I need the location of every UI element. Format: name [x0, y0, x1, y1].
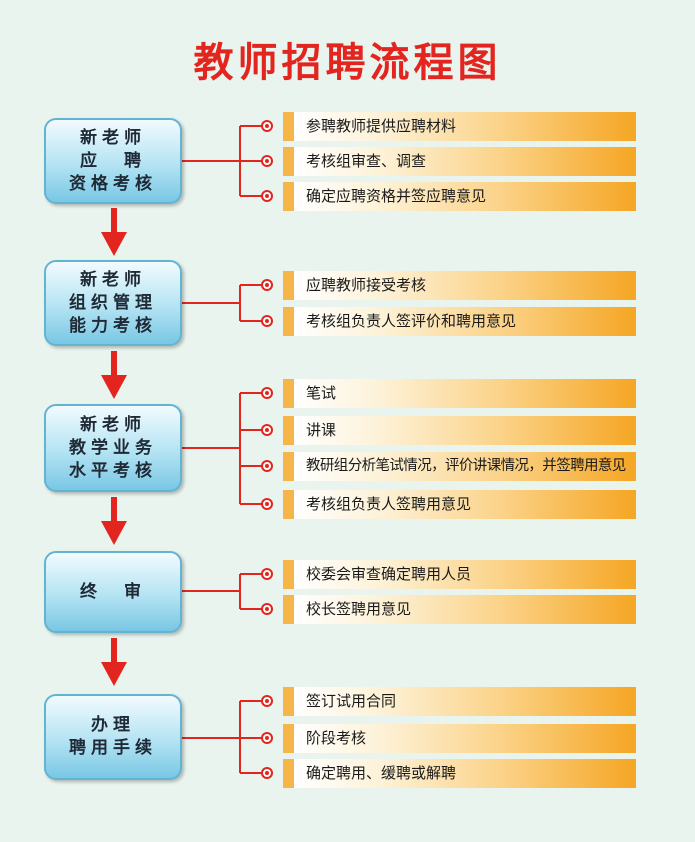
stage-label-line: 教学业务	[69, 437, 157, 458]
step-marker	[283, 452, 294, 481]
down-arrow-icon	[101, 497, 127, 545]
stage-label-line: 新老师	[80, 414, 146, 435]
step-box: 教研组分析笔试情况，评价讲课情况，并签聘用意见	[294, 452, 636, 481]
stage-final-review: 终 审	[44, 551, 182, 633]
step-box: 考核组负责人签聘用意见	[294, 490, 636, 519]
step-box: 校长签聘用意见	[294, 595, 636, 624]
step-marker	[283, 307, 294, 336]
step-box: 笔试	[294, 379, 636, 408]
stage-teaching-assessment: 新老师 教学业务 水平考核	[44, 404, 182, 492]
step-marker	[283, 560, 294, 589]
stage-label-line: 水平考核	[69, 460, 157, 481]
step-box: 考核组审查、调查	[294, 147, 636, 176]
step-marker	[283, 595, 294, 624]
step-box: 确定应聘资格并签应聘意见	[294, 182, 636, 211]
stage-label-line: 办理	[91, 715, 135, 735]
step-marker	[283, 416, 294, 445]
step-marker	[283, 759, 294, 788]
step-box: 签订试用合同	[294, 687, 636, 716]
step-box: 确定聘用、缓聘或解聘	[294, 759, 636, 788]
stage-label-line: 应 聘	[80, 150, 146, 171]
down-arrow-icon	[101, 638, 127, 686]
stage-label-line: 新老师	[80, 269, 146, 290]
step-marker	[283, 379, 294, 408]
step-marker	[283, 271, 294, 300]
stage-label-line: 资格考核	[69, 173, 157, 194]
down-arrow-icon	[101, 208, 127, 256]
step-marker	[283, 490, 294, 519]
stage-label-line: 终 审	[80, 581, 146, 602]
step-box: 讲课	[294, 416, 636, 445]
stage-label-line: 新老师	[80, 127, 146, 148]
stage-qualification-review: 新老师 应 聘 资格考核	[44, 118, 182, 204]
step-marker	[283, 182, 294, 211]
step-marker	[283, 112, 294, 141]
page-title: 教师招聘流程图	[193, 39, 502, 86]
stage-label-line: 能力考核	[69, 315, 157, 336]
stage-hiring-procedures: 办理 聘用手续	[44, 694, 182, 780]
step-box: 参聘教师提供应聘材料	[294, 112, 636, 141]
stage-label-line: 聘用手续	[69, 738, 157, 758]
stage-management-assessment: 新老师 组织管理 能力考核	[44, 260, 182, 346]
step-box: 考核组负责人签评价和聘用意见	[294, 307, 636, 336]
step-marker	[283, 687, 294, 716]
step-box: 应聘教师接受考核	[294, 271, 636, 300]
stage-label-line: 组织管理	[69, 292, 157, 313]
step-marker	[283, 147, 294, 176]
step-box: 阶段考核	[294, 724, 636, 753]
step-marker	[283, 724, 294, 753]
step-box: 校委会审查确定聘用人员	[294, 560, 636, 589]
down-arrow-icon	[101, 351, 127, 399]
